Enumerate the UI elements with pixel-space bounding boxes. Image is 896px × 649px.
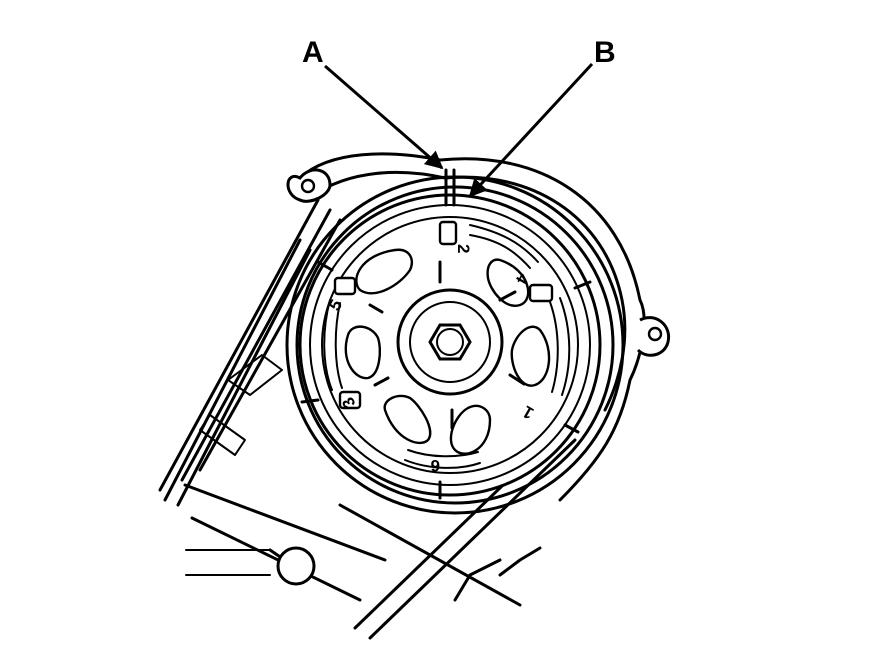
callout-a-label: A — [302, 36, 324, 69]
callout-a-leader — [324, 64, 444, 170]
fitting-round — [276, 546, 316, 586]
mounting-hole-right — [647, 326, 663, 342]
engine-block-outline — [158, 198, 542, 607]
pulley-mark-2: 2 — [454, 244, 473, 253]
callout-b-leader — [468, 62, 594, 198]
pulley-mark-6: 6 — [431, 456, 440, 475]
callout-b-label: B — [594, 36, 616, 69]
camshaft-pulley — [298, 168, 602, 500]
timing-belt — [163, 238, 577, 640]
mounting-hole-left — [300, 178, 316, 194]
